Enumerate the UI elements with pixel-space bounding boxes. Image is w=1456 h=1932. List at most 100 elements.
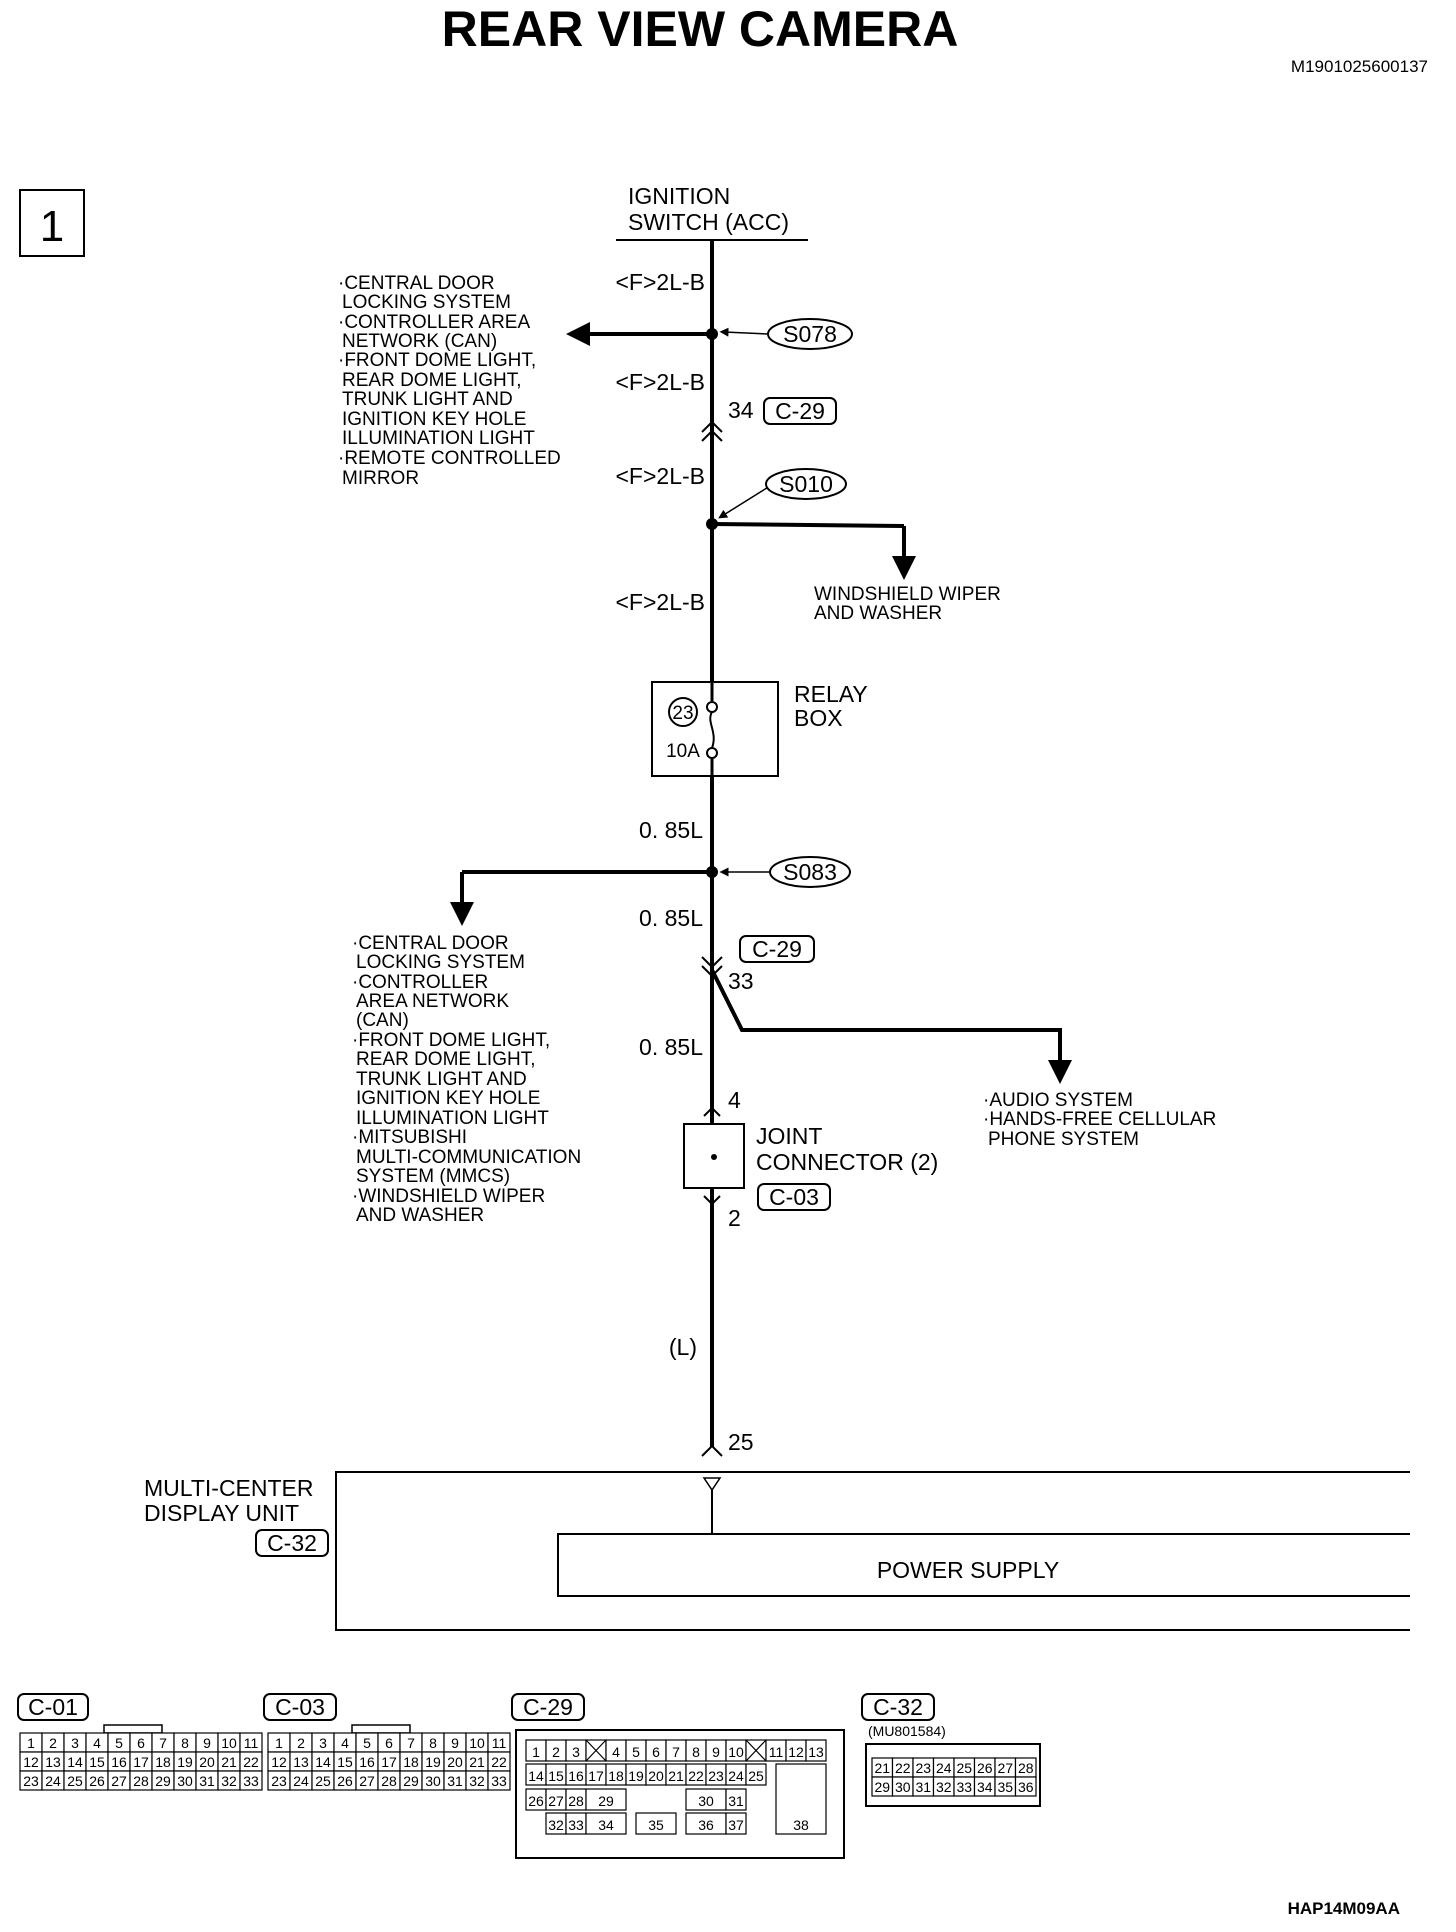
pin-number: 32 [221,1773,237,1789]
pin-number: 14 [67,1754,83,1770]
pin-number: 2 [552,1744,560,1760]
pin-number: 23 [708,1768,724,1784]
c32-terminal-symbol [702,1477,722,1492]
pin-number: 9 [712,1744,720,1760]
fuse-amp: 10A [666,741,700,762]
pin-number: 20 [447,1754,463,1770]
splice-s078-leader [719,327,769,337]
c03-tag [757,1183,831,1211]
display-unit-label-1: MULTI-CENTER [144,1475,314,1501]
pin-number: 27 [548,1793,564,1809]
c03-pin4-number: 4 [728,1087,741,1113]
pin-number: 21 [874,1760,890,1776]
splice-s078-label: S078 [783,321,837,347]
splice-s078-tag [767,318,853,350]
pin-number: 34 [598,1817,614,1833]
c32-tag [255,1529,329,1557]
pin-number: 6 [137,1735,145,1751]
connector-face-label: C-01 [28,1694,78,1720]
pin-number: 29 [155,1773,171,1789]
branch-s083-line: TRUNK LIGHT AND [356,1069,527,1090]
wire-label-2: <F>2L-B [616,369,706,395]
branch-s010-line: AND WASHER [814,603,942,624]
pin-number: 22 [243,1754,259,1770]
c29-top-label: C-29 [775,398,825,424]
pin-number: 19 [177,1754,193,1770]
pin-number: 14 [315,1754,331,1770]
c29-pin34-number: 34 [728,397,754,423]
pin-number: 29 [598,1793,614,1809]
pin-number: 30 [177,1773,193,1789]
pin-number: 29 [403,1773,419,1789]
wire-label-7: 0. 85L [639,1034,703,1060]
joint-connector-dot [711,1154,717,1160]
branch-s078-line: ·FRONT DOME LIGHT, [338,350,536,371]
c32-label: C-32 [267,1530,317,1556]
wire-label-6: 0. 85L [639,905,703,931]
pin-number: 15 [548,1768,564,1784]
pin-number: 18 [608,1768,624,1784]
pin-number: 7 [672,1744,680,1760]
pin-number: 8 [692,1744,700,1760]
pin-number: 9 [203,1735,211,1751]
pin-number: 36 [1018,1779,1034,1795]
pin-number: 21 [668,1768,684,1784]
pin-number: 34 [977,1779,993,1795]
display-unit-label-2: DISPLAY UNIT [144,1500,299,1526]
pin-number: 14 [528,1768,544,1784]
pin-number: 35 [648,1817,664,1833]
splice-s010-tag [765,468,847,500]
connector-face-latch [351,1724,411,1734]
fuse-terminal-top [706,701,718,713]
pin-number: 5 [115,1735,123,1751]
pin-number: 33 [956,1779,972,1795]
branch-s078-line: IGNITION KEY HOLE [342,409,526,430]
pin-number: 36 [698,1817,714,1833]
branch-s078-line: TRUNK LIGHT AND [342,389,513,410]
branch-s083-line: AREA NETWORK [356,991,509,1012]
branch-s083-line: MULTI-COMMUNICATION [356,1147,581,1168]
pin-number: 7 [407,1735,415,1751]
c03-pin4-symbol [703,1106,721,1117]
pin-cell [775,1763,827,1835]
pin-number: 30 [698,1793,714,1809]
branch-s083-line: ILLUMINATION LIGHT [356,1108,549,1129]
pin-number: 3 [319,1735,327,1751]
pin-number: 30 [425,1773,441,1789]
pin-cell [725,1788,747,1811]
branch-s083-line: LOCKING SYSTEM [356,952,525,973]
pin-number: 21 [221,1754,237,1770]
branch-s083-line: AND WASHER [356,1205,484,1226]
pin-number: 33 [568,1817,584,1833]
pin-number: 15 [337,1754,353,1770]
pin-cell [585,1788,627,1811]
pin-cell [745,1763,767,1786]
pin-number: 6 [385,1735,393,1751]
pin-number: 5 [363,1735,371,1751]
pin-number: 27 [359,1773,375,1789]
pin-number: 13 [808,1744,824,1760]
fuse-element [709,711,715,749]
display-unit-frame [335,1471,1410,1631]
pin-number: 35 [997,1779,1013,1795]
pin-number: 1 [27,1735,35,1751]
pin-number: 3 [572,1744,580,1760]
pin-number: 16 [111,1754,127,1770]
pin-number: 24 [936,1760,952,1776]
c29-top-tag [763,397,837,425]
pin-number: 32 [548,1817,564,1833]
c29-pin33-symbol [701,956,723,978]
pin-number: 28 [133,1773,149,1789]
c32-pin25-number: 25 [728,1429,754,1455]
pin-number: 24 [45,1773,61,1789]
pin-number: 25 [67,1773,83,1789]
branch-s078-line: REAR DOME LIGHT, [342,370,521,391]
power-supply-label: POWER SUPPLY [877,1557,1059,1583]
c32-pin25-symbol [701,1444,723,1457]
pin-number: 22 [491,1754,507,1770]
relay-box-label-2: BOX [794,705,843,731]
